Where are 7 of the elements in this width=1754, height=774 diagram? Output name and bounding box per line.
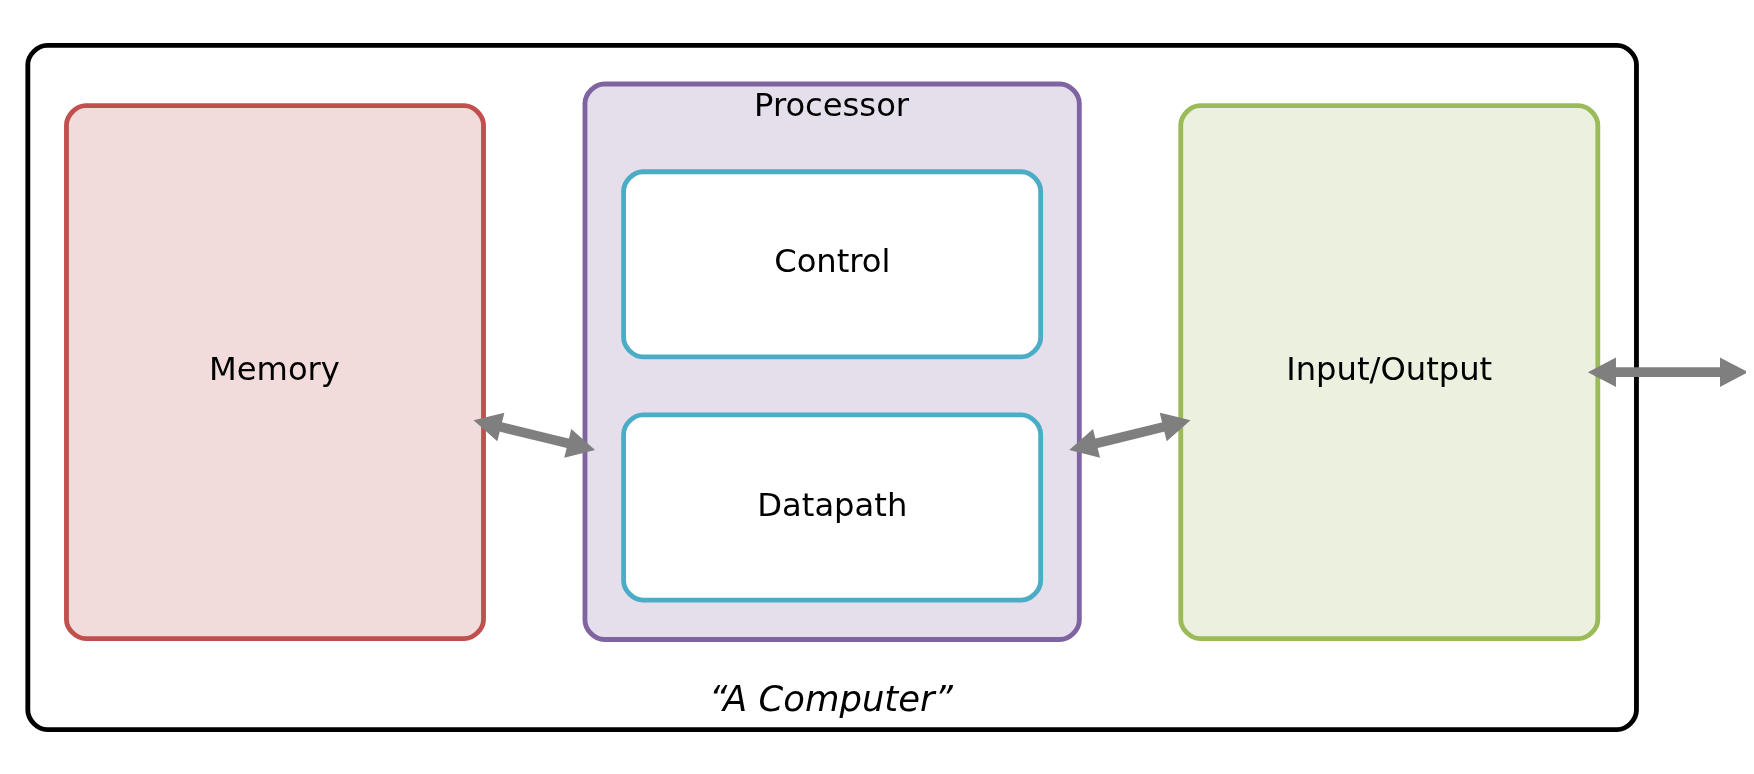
node-box: Control xyxy=(621,168,1044,359)
arrow xyxy=(473,412,596,458)
arrow xyxy=(1587,356,1746,387)
node-box: Memory xyxy=(64,102,486,641)
node-box: Input/Output xyxy=(1178,102,1601,641)
node-box: Datapath xyxy=(621,411,1044,602)
arrow xyxy=(1069,412,1191,458)
